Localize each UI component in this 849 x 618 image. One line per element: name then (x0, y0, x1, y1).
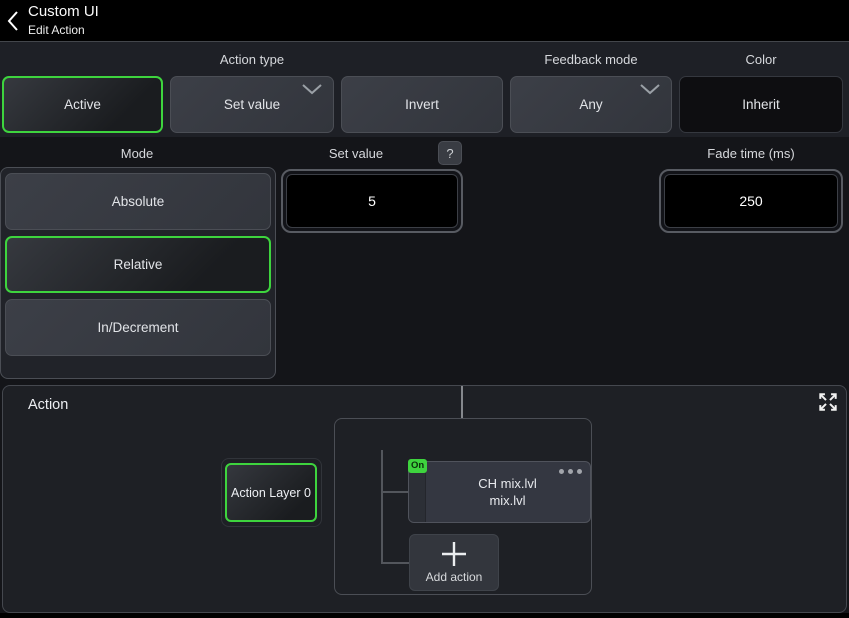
feedback-mode-dropdown[interactable]: Any (510, 76, 672, 133)
action-type-value: Set value (223, 97, 281, 112)
fullscreen-expand-icon[interactable] (817, 391, 839, 413)
action-layer-node[interactable]: Action Layer 0 (225, 463, 317, 522)
add-action-button[interactable]: Add action (409, 534, 499, 591)
set-value-input[interactable]: 5 (281, 169, 463, 233)
action-graph-panel: Action Action Layer 0 On CH mix.lvl mix.… (2, 385, 847, 613)
active-toggle-button[interactable]: Active (2, 76, 163, 133)
action-group-box (334, 418, 592, 595)
mode-option-label: In/Decrement (97, 320, 179, 335)
layer-node-outline (221, 458, 322, 527)
plus-icon (442, 542, 466, 566)
node-line1: CH mix.lvl (478, 476, 537, 491)
mode-list: Absolute Relative In/Decrement (0, 167, 276, 379)
node-line2: mix.lvl (489, 493, 526, 508)
fade-time-field[interactable]: 250 (664, 174, 838, 228)
add-action-label: Add action (425, 570, 483, 584)
invert-label: Invert (405, 97, 439, 112)
channel-action-node[interactable]: On CH mix.lvl mix.lvl (408, 459, 591, 523)
node-drag-handle[interactable] (409, 462, 426, 522)
invert-button[interactable]: Invert (341, 76, 503, 133)
back-button[interactable] (2, 8, 24, 34)
mode-option-absolute[interactable]: Absolute (5, 173, 271, 230)
mode-option-indecrement[interactable]: In/Decrement (5, 299, 271, 356)
color-value: Inherit (742, 97, 780, 112)
active-label: Active (64, 97, 101, 112)
chevron-down-icon (640, 84, 660, 95)
action-type-dropdown[interactable]: Set value (170, 76, 334, 133)
set-value-label: Set value (328, 146, 384, 161)
mode-option-label: Absolute (111, 194, 165, 209)
page-subtitle: Edit Action (28, 23, 85, 37)
chevron-down-icon (302, 84, 322, 95)
tree-branch-node-line (383, 491, 409, 493)
help-button[interactable]: ? (438, 141, 462, 165)
mode-option-label: Relative (113, 257, 163, 272)
node-text: CH mix.lvl mix.lvl (425, 462, 590, 522)
action-layer-label: Action Layer 0 (231, 485, 311, 500)
action-type-label: Action type (219, 52, 285, 67)
color-button[interactable]: Inherit (679, 76, 843, 133)
on-badge[interactable]: On (408, 459, 428, 473)
graph-input-connector (461, 386, 463, 419)
top-bar: Custom UI Edit Action (0, 0, 849, 41)
set-value-field[interactable]: 5 (286, 174, 458, 228)
color-label: Color (745, 52, 777, 67)
tree-branch-add-line (383, 562, 410, 564)
chevron-left-icon (7, 11, 18, 31)
feedback-mode-label: Feedback mode (544, 52, 638, 67)
fade-time-input[interactable]: 250 (659, 169, 843, 233)
node-menu-icon[interactable] (559, 469, 582, 474)
action-group-title: Action (28, 397, 69, 413)
mode-option-relative[interactable]: Relative (5, 236, 271, 293)
fade-time-label: Fade time (ms) (707, 146, 795, 161)
page-title: Custom UI (28, 3, 99, 20)
tree-trunk-line (381, 450, 383, 564)
mode-label: Mode (120, 146, 154, 161)
feedback-mode-value: Any (579, 97, 603, 112)
